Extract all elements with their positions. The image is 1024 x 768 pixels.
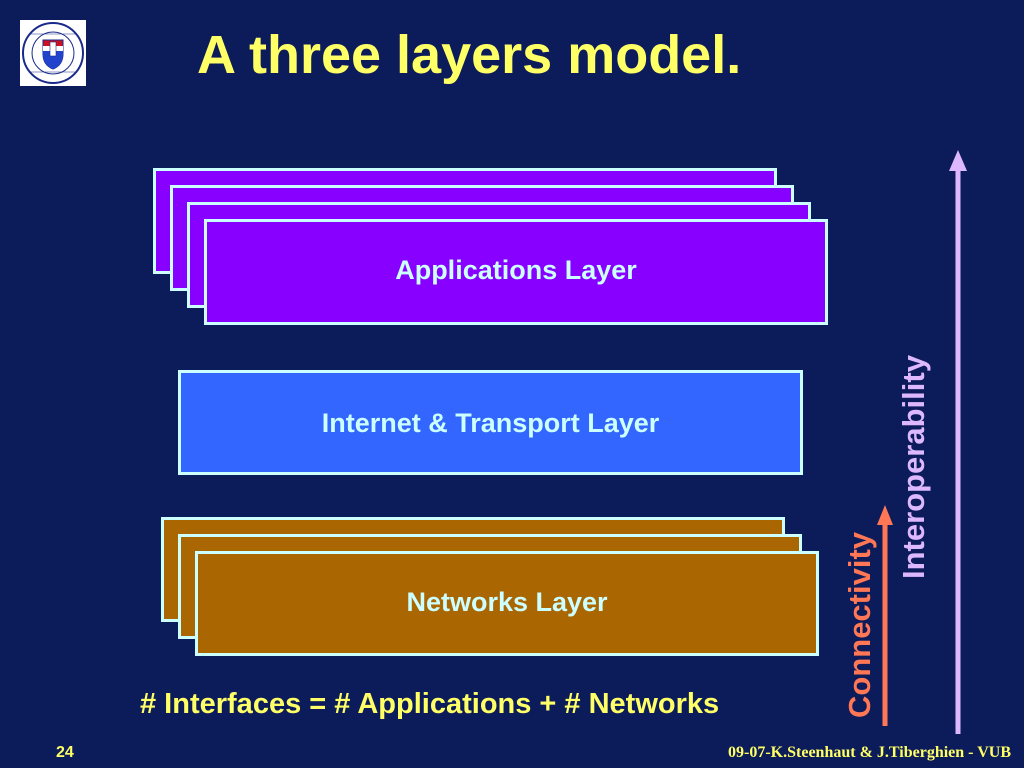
footer-credit: 09-07-K.Steenhaut & J.Tiberghien - VUB xyxy=(728,744,1011,761)
connectivity-arrow xyxy=(877,505,893,726)
interfaces-formula: # Interfaces = # Applications + # Networ… xyxy=(140,688,720,720)
networks-layer: Networks Layer xyxy=(195,551,819,656)
internet-transport-layer-label: Internet & Transport Layer xyxy=(321,408,660,438)
interoperability-arrow xyxy=(949,150,967,734)
internet-transport-layer: Internet & Transport Layer xyxy=(178,370,803,475)
slide-title: A three layers model. xyxy=(197,25,742,85)
university-logo xyxy=(20,20,86,86)
applications-layer: Applications Layer xyxy=(204,219,828,325)
interoperability-label: Interoperability xyxy=(896,355,931,579)
applications-layer-label: Applications Layer xyxy=(395,255,637,285)
networks-layer-label: Networks Layer xyxy=(406,587,608,617)
university-seal-icon xyxy=(22,22,84,84)
slide-number: 24 xyxy=(56,744,74,761)
connectivity-label: Connectivity xyxy=(842,531,877,718)
